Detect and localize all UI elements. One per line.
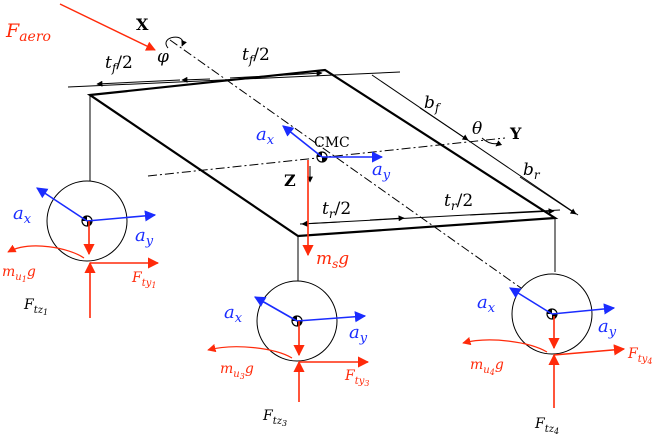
tf-half-right-label: tf/2: [242, 45, 270, 67]
wheel-4-ax-arrow: [509, 287, 553, 315]
wheel-1-ax-arrow: [36, 187, 88, 222]
front-track-base: [67, 71, 401, 88]
phi-label: φ: [157, 47, 169, 67]
tf-half-left-label: tf/2: [105, 53, 133, 75]
wheel-3-ay-arrow: [296, 311, 367, 323]
wheel-1-fty-label: Fty1: [131, 270, 156, 290]
cmc-ax-arrow: [282, 125, 323, 158]
chassis: [86, 68, 559, 282]
wheel-4: [462, 273, 626, 408]
wheel-3: [207, 280, 370, 402]
z-axis-label: Z: [284, 171, 296, 190]
axes: [147, 39, 546, 306]
tr-mid-arrow: [369, 215, 405, 222]
br-label: br: [523, 160, 541, 182]
tf-left-arrow: [96, 79, 181, 87]
wheel-1: [7, 180, 160, 318]
wheel-3-ax-label: ax: [224, 302, 243, 326]
wheel-4-ay-arrow: [551, 303, 616, 315]
wheel-4-fty-arrow: [553, 344, 626, 356]
tr-half-left-label: tr/2: [322, 199, 351, 221]
wheel-3-moment-arc: [207, 344, 293, 359]
tf-right-arrow: [229, 70, 323, 79]
bf-arrow: [419, 107, 469, 141]
wheel-1-mg-label: mu1g: [2, 264, 36, 284]
wheelbase-line: [371, 74, 579, 216]
x-axis-label: X: [136, 15, 149, 34]
dimensions: [67, 70, 579, 227]
tr-right-arrow: [469, 208, 555, 216]
wheel-4-ay-label: ay: [598, 316, 617, 340]
wheel-3-ay-label: ay: [349, 322, 368, 346]
roll-axis-x: [169, 39, 546, 306]
wheel-1-moment-arc: [7, 244, 85, 259]
tf-mid-arrow-left: [181, 76, 211, 83]
f-aero-label: Faero: [5, 20, 51, 45]
theta-label: θ: [472, 119, 482, 139]
wheel-4-moment-arc: [462, 337, 548, 353]
tr-half-right-label: tr/2: [444, 191, 473, 213]
y-axis-label: Y: [509, 124, 522, 143]
cmc-ay-label: ay: [372, 159, 391, 183]
theta-rotation-arc: [481, 137, 503, 147]
wheel-3-ftz-label: Ftz3: [262, 408, 287, 428]
wheel-4-mg-label: mu4g: [470, 357, 504, 377]
wheel-3-ax-arrow: [254, 296, 298, 322]
wheel-3-mg-label: mu3g: [220, 361, 254, 381]
wheel-3-fty-label: Fty3: [344, 368, 369, 388]
f-aero-arrow: [59, 3, 156, 51]
phi-rotation-arc: [165, 36, 187, 49]
bf-label: bf: [424, 93, 442, 115]
cmc-ax-label: ax: [256, 124, 275, 148]
wheel-1-ax-label: ax: [13, 203, 32, 227]
cmc-label: CMC: [314, 135, 350, 151]
msg-label: msg: [316, 249, 349, 271]
wheel-1-ay-arrow: [86, 210, 157, 222]
br-arrow: [519, 176, 577, 215]
wheel-1-ftz-label: Ftz1: [23, 297, 48, 317]
wheel-4-ax-label: ax: [477, 292, 496, 316]
pitch-axis-y: [147, 137, 506, 177]
wheel-1-ay-label: ay: [135, 225, 154, 249]
wheel-4-ftz-label: Ftz4: [534, 416, 559, 436]
wheel-4-fty-label: Fty4: [627, 346, 652, 366]
